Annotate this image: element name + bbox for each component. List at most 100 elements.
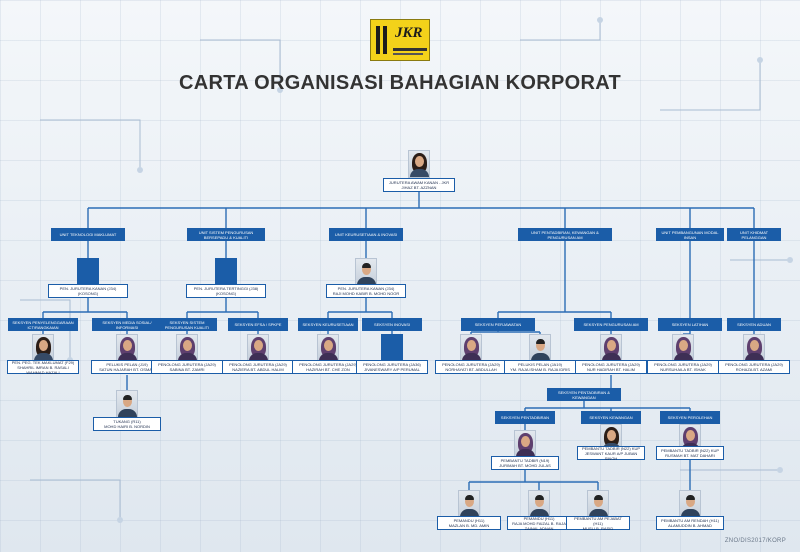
person-name: RAJI MOHD KABIR B. MOHD NOOR [332,291,400,296]
hair [123,395,132,400]
unit-box: UNIT PEMBANGUNAN MODAL INSAN [656,228,724,241]
face [750,340,759,351]
logo-pillar [383,26,387,54]
female-photo [408,150,430,178]
face [521,436,530,447]
person-name: RUSMAH BT. MAT DAHARI [665,453,715,458]
unit-box: UNIT KHIDMAT PELANGGAN [727,228,781,241]
person-name: NUR HADIRAH BT. HALIM [586,367,635,372]
person-name: SATUN HAJARAH BT. OSMAN [99,367,155,372]
section-box: SEKSYEN PEROLEHAN [660,411,720,424]
unit-head-card: PEN. JURUTERA TERTINGGI (J38)(KOSONG) [186,284,266,298]
vacant-placeholder [77,258,99,286]
person-name: NAZIERA BT. ABDUL HALIM [232,367,284,372]
logo-bar [393,53,423,55]
shoulders [602,353,621,361]
staff-card: PENOLONG JURUTERA (JA29)HAZIRAH BT. CHE … [292,360,364,374]
position-title: PELUKIS PELAN (J19) [106,362,148,367]
unit-box: UNIT TEKNOLOGI MAKLUMAT [51,228,125,241]
staff-card: PENOLONG JURUTERA (JA36)JIVANESWARY A/P … [356,360,428,374]
shoulders [357,277,376,285]
hair [536,339,545,344]
male-photo [587,490,609,518]
page-title: CARTA ORGANISASI BAHAGIAN KORPORAT [178,72,622,94]
position-title: PEMBANTU TADBIR (N22) KUP [660,448,720,453]
face [594,496,603,507]
position-title: PENOLONG JURUTERA (JA29) [229,362,287,367]
document-code: ZNO/DIS2017/KORP [724,538,786,544]
position-title: PENOLONG JURUTERA (JA29) [299,362,357,367]
male-photo [529,334,551,362]
person-name: JESWANT KAUR A/P JUBAN SINGH [584,450,638,461]
staff-card: PENOLONG JURUTERA (JA29)NUR HADIRAH BT. … [575,360,647,374]
person-name: (KOSONG) [215,291,237,296]
logo-pillar [376,26,380,54]
position-title: PEN. JURUTERA KANAN (J34) [337,286,395,291]
circuit-trace [20,299,71,360]
staff-card: PENOLONG JURUTERA (JA29)NAZIERA BT. ABDU… [222,360,294,374]
staff-card: TUKANG (R11)MOHD HAIRI B. NORDIN [93,417,161,431]
section-box: SEKSYEN PENGURUSAN AM [574,318,648,331]
staff-card: PENOLONG JURUTERA (JA29)NORHAYATI BT. AB… [435,360,507,374]
position-title: PENOLONG JURUTERA (JA29) [158,362,216,367]
position-title: PEMANDU (H11) [453,518,485,523]
female-hijab-photo [460,334,482,362]
shoulders [462,353,481,361]
circuit-node [137,167,143,173]
shoulders [249,353,268,361]
person-name: MAZLAN B. MD. AMIN [448,523,490,528]
section-box: SEKSYEN ADUAN [727,318,781,331]
staff-card: PENOLONG JURUTERA (JA29)ROHAZA BT. AZAMI [718,360,790,374]
position-title: PENOLONG JURUTERA (JA29) [442,362,500,367]
face [465,496,474,507]
staff-card: PEMANDU (H11)MAZLAN B. MD. AMIN [437,516,501,530]
position-title: PEMBANTU AM PEJABAT (H11) [574,515,622,526]
position-title: PENOLONG JURUTERA (JA29) [654,362,712,367]
vacant-placeholder [381,334,403,362]
position-title: PEN. PEG. TEK.MAKLUMAT (F29) [11,359,75,365]
section-box: SEKSYEN LATIHAN [658,318,722,331]
position-title: JURUTERA AWAM KANAN - JKR [388,180,450,185]
position-title: PENOLONG JURUTERA (JA29) [725,362,783,367]
shoulders [460,509,479,517]
face [686,496,695,507]
face [607,340,616,351]
person-name: (KOSONG) [77,291,99,296]
female-hijab-photo [672,334,694,362]
section-box: SEKSYEN KEWANGAN [581,411,641,424]
shoulders [681,509,700,517]
position-title: PENOLONG JURUTERA (JA29) [582,362,640,367]
shoulders [118,353,137,361]
staff-card: PENOLONG JURUTERA (JA29)NURSUHAILA BT. I… [647,360,719,374]
shoulders [531,353,550,361]
person-name: NORHAYATI BT. ABDULLAH [445,367,497,372]
circuit-node [777,467,783,473]
person-name: MUSLI B. RASID [582,525,614,531]
hair [465,495,474,500]
hair [594,495,603,500]
section-box: SEKSYEN INOVASI [362,318,422,331]
position-title: PENOLONG JURUTERA (JA36) [363,362,421,367]
staff-card: PEMBANTU AM PEJABAT (H11)MUSLI B. RASID [566,515,630,531]
hair [535,495,544,500]
position-title: PEMBANTU AM RENDAH (H11) [661,518,719,523]
face [254,340,263,351]
staff-card: PEMBANTU AM RENDAH (H11)ALAMUDDIN B. AHM… [656,516,724,530]
position-title: PEMBANTU TADBIR (N19) [500,458,550,463]
face [686,430,695,441]
shoulders [530,509,549,517]
female-hijab-photo [116,334,138,362]
circuit-trace [40,119,141,170]
person-name: YM. RAJA ISHAM B. RAJA IDRIS [510,367,570,372]
position-title: PEMANDU (H11) [523,515,555,521]
person-name: JIVANESWARY A/P PERUMAL [364,367,420,372]
section-box: SEKSYEN MEDIA SOSIAL/ INFORMASI [92,318,162,331]
section-box: SEKSYEN KEURUSETIAAN [298,318,358,331]
face [362,264,371,275]
female-hijab-photo [176,334,198,362]
face [535,496,544,507]
person-name: JURIMAH BT. MOHD JULAS [499,463,551,468]
unit-box: UNIT PENTADBIRAN, KEWANGAN & PENGURUSAN … [518,228,612,241]
face [607,430,616,441]
